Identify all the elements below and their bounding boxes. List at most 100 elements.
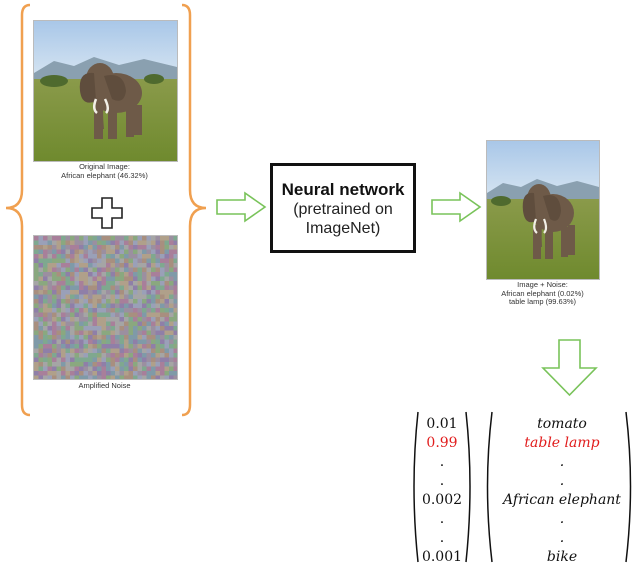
noise-pixel — [164, 321, 170, 327]
noise-pixel — [155, 312, 161, 318]
noise-pixel — [106, 326, 111, 331]
noise-pixel — [124, 326, 129, 331]
noise-pixel — [74, 281, 80, 286]
noise-pixel — [128, 272, 134, 277]
noise-pixel — [43, 326, 48, 331]
noise-pixel — [56, 321, 62, 327]
noise-pixel — [79, 236, 84, 241]
noise-pixel — [79, 272, 84, 277]
noise-pixel — [142, 362, 147, 367]
noise-pixel — [124, 285, 129, 291]
noise-pixel — [151, 371, 156, 376]
probability-value: . — [439, 473, 445, 489]
noise-pixel — [137, 371, 143, 376]
noise-pixel — [146, 281, 152, 286]
noise-pixel — [47, 276, 53, 282]
noise-pixel — [106, 308, 111, 313]
noise-pixel — [38, 285, 44, 291]
noise-pixel — [173, 303, 177, 309]
noise-pattern — [34, 236, 177, 379]
noise-pixel — [160, 245, 165, 250]
noise-pixel — [137, 312, 143, 318]
noise-pixel — [52, 249, 57, 255]
noise-pixel — [124, 236, 129, 241]
noise-pixel — [83, 249, 89, 255]
noise-pixel — [164, 317, 170, 322]
noise-pixel — [133, 254, 138, 259]
noise-pixel — [146, 375, 152, 379]
noise-pixel — [164, 249, 170, 255]
noise-pixel — [83, 366, 89, 372]
noise-pixel — [38, 362, 44, 367]
noise-pixel — [52, 357, 57, 363]
noise-pixel — [101, 375, 107, 379]
noise-pixel — [110, 362, 116, 367]
noise-pixel — [61, 285, 66, 291]
noise-pixel — [169, 348, 174, 354]
noise-pixel — [92, 375, 98, 379]
noise-pixel — [74, 272, 80, 277]
noise-pixel — [146, 272, 152, 277]
noise-pixel — [79, 339, 84, 345]
noise-pixel — [83, 308, 89, 313]
noise-pixel — [115, 321, 120, 327]
noise-pixel — [92, 348, 98, 354]
noise-pixel — [133, 362, 138, 367]
noise-pixel — [146, 236, 152, 241]
noise-pixel — [52, 330, 57, 336]
noise-pixel — [164, 348, 170, 354]
noise-pixel — [88, 267, 93, 273]
noise-pixel — [128, 294, 134, 300]
noise-pixel — [115, 281, 120, 286]
noise-pixel — [65, 357, 71, 363]
noise-pixel — [151, 357, 156, 363]
noise-pixel — [52, 348, 57, 354]
noise-pixel — [34, 276, 39, 282]
noise-pixel — [38, 375, 44, 379]
noise-pixel — [110, 290, 116, 295]
noise-pixel — [169, 312, 174, 318]
noise-pixel — [38, 240, 44, 246]
noise-pixel — [43, 357, 48, 363]
noise-pixel — [61, 249, 66, 255]
noise-pixel — [115, 276, 120, 282]
noise-pixel — [124, 249, 129, 255]
noise-pixel — [47, 326, 53, 331]
noise-pixel — [56, 281, 62, 286]
noise-pixel — [38, 254, 44, 259]
noise-pixel — [115, 348, 120, 354]
noise-pixel — [142, 240, 147, 246]
noise-pixel — [124, 294, 129, 300]
noise-pixel — [83, 299, 89, 304]
noise-pixel — [34, 290, 39, 295]
noise-pixel — [142, 267, 147, 273]
noise-pixel — [65, 317, 71, 322]
noise-pixel — [47, 348, 53, 354]
noise-pixel — [151, 236, 156, 241]
noise-pixel — [70, 272, 75, 277]
noise-pixel — [160, 299, 165, 304]
noise-pixel — [169, 330, 174, 336]
noise-pixel — [155, 254, 161, 259]
noise-pixel — [155, 348, 161, 354]
class-label: . — [559, 473, 565, 489]
noise-pixel — [137, 267, 143, 273]
noise-pixel — [128, 240, 134, 246]
noise-pixel — [65, 249, 71, 255]
noise-pixel — [160, 375, 165, 379]
noise-pixel — [70, 240, 75, 246]
noise-pixel — [146, 344, 152, 349]
noise-pixel — [173, 285, 177, 291]
noise-pixel — [169, 339, 174, 345]
noise-pixel — [155, 258, 161, 264]
noise-pixel — [124, 371, 129, 376]
label-brackets — [486, 411, 632, 563]
noise-pixel — [65, 290, 71, 295]
noise-pixel — [142, 321, 147, 327]
noise-pixel — [61, 267, 66, 273]
noise-pixel — [124, 240, 129, 246]
noise-pixel — [56, 254, 62, 259]
noise-pixel — [106, 375, 111, 379]
noise-pixel — [169, 281, 174, 286]
noise-pixel — [43, 276, 48, 282]
